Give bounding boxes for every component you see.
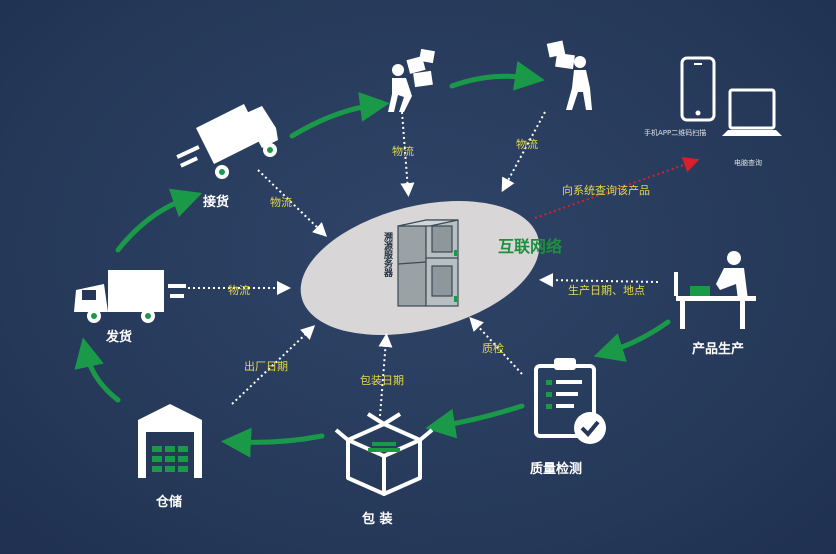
worker-lifting-boxes-icon — [546, 40, 592, 110]
server-icon — [397, 219, 459, 307]
quality-clipboard-icon — [534, 358, 606, 444]
node-label-receive: 接货 — [203, 195, 230, 210]
flow-label-logistics-4: 物流 — [516, 138, 538, 151]
laptop-icon — [722, 88, 782, 136]
node-label-quality: 质量检测 — [530, 462, 583, 477]
node-label-packaging: 包 装 — [362, 512, 393, 527]
node-label-ship: 发货 — [106, 330, 133, 345]
flow-label-query: 向系统查询该产品 — [562, 184, 650, 197]
shipping-truck-icon — [74, 270, 186, 323]
package-box-icon — [334, 412, 434, 496]
flow-label-logistics-2: 物流 — [228, 284, 250, 297]
cycle-arrows — [74, 60, 671, 458]
flow-label-logistics-1: 物流 — [270, 196, 292, 209]
phone-caption: 手机APP二维码扫描 — [644, 129, 707, 137]
flow-label-pack-date: 包装日期 — [360, 374, 404, 387]
flow-label-logistics-3: 物流 — [392, 145, 414, 158]
flow-label-factory-date: 出厂日期 — [244, 360, 288, 373]
warehouse-icon — [138, 404, 202, 478]
worker-carrying-boxes-icon — [388, 48, 435, 112]
receiving-truck-icon — [176, 104, 278, 179]
server-label: 溯源服务器 — [382, 232, 392, 277]
flow-lines — [188, 111, 659, 417]
node-label-production: 产品生产 — [692, 342, 745, 357]
network-label: 互联网络 — [498, 237, 563, 256]
node-label-storage: 仓储 — [156, 495, 183, 510]
production-worker-icon — [674, 251, 756, 329]
flow-label-quality-check: 质检 — [482, 342, 504, 355]
phone-icon — [680, 56, 716, 122]
laptop-caption: 电脑查询 — [734, 159, 762, 167]
flow-label-production-info: 生产日期、地点 — [568, 284, 645, 297]
